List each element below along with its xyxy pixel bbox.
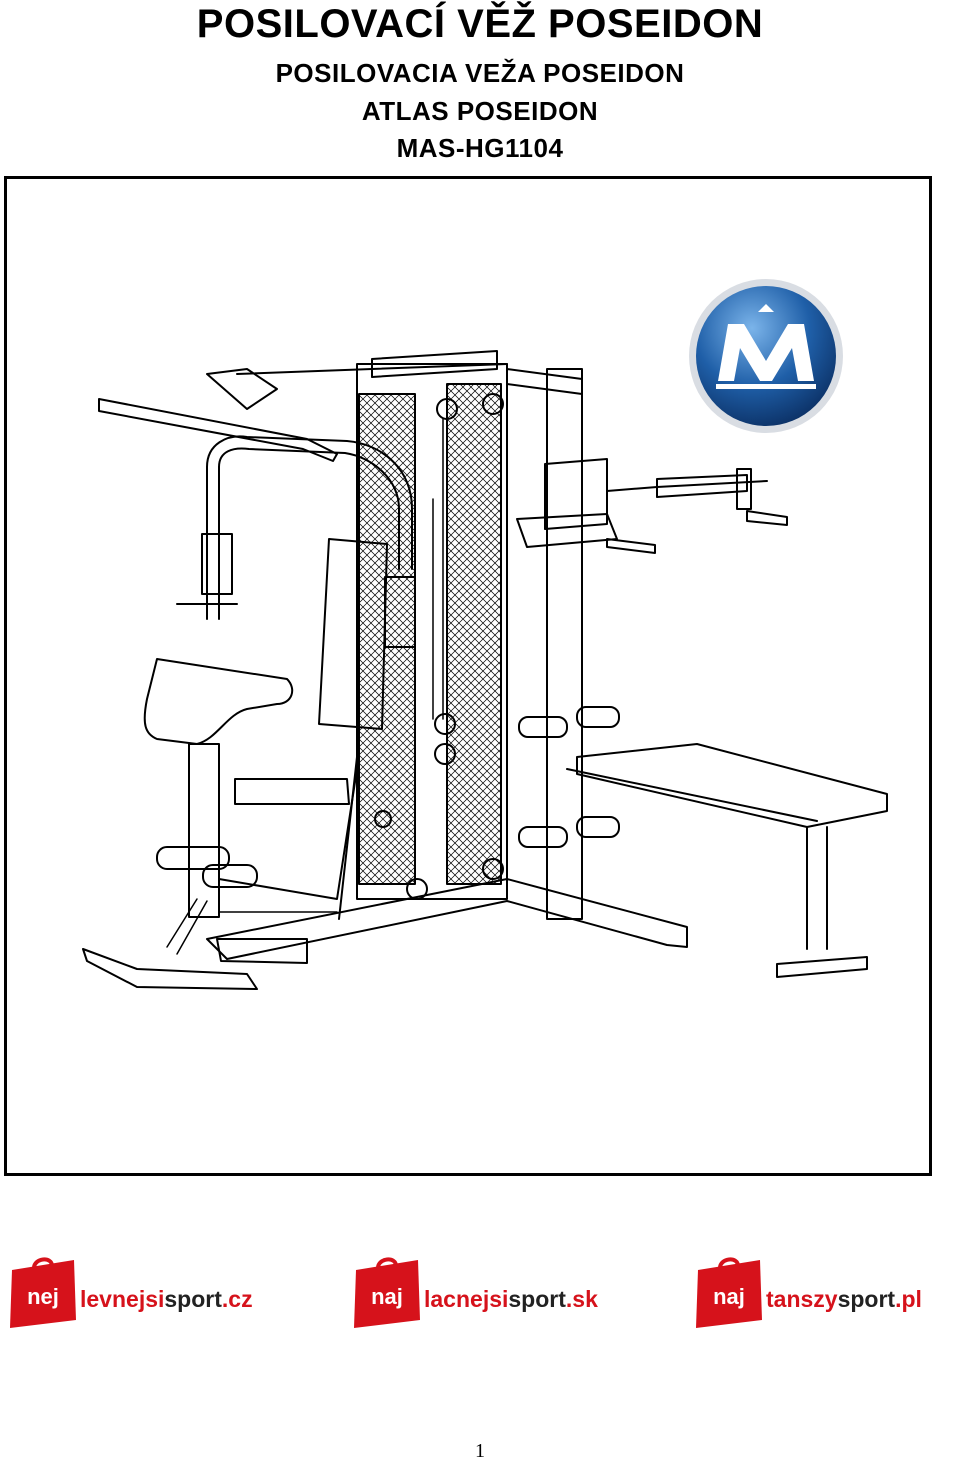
home-gym-illustration bbox=[82, 350, 888, 990]
page-number: 1 bbox=[475, 1440, 485, 1462]
shop-logo-cz[interactable]: nej levnejsisport.cz bbox=[8, 1256, 308, 1332]
shopping-bag-icon bbox=[354, 1257, 420, 1328]
title-polish: ATLAS POSEIDON bbox=[361, 96, 599, 126]
model-number: MAS-HG1104 bbox=[396, 133, 564, 163]
shop-bag-label: nej bbox=[27, 1284, 59, 1309]
product-illustration-frame bbox=[4, 176, 932, 1176]
title-slovak: POSILOVACIA VEŽA POSEIDON bbox=[275, 58, 685, 88]
title-czech: POSILOVACÍ VĚŽ POSEIDON bbox=[196, 2, 764, 46]
mm-logo-icon bbox=[689, 279, 843, 433]
shop-name: tanszysport.pl bbox=[766, 1286, 922, 1312]
shopping-bag-icon bbox=[10, 1257, 76, 1328]
shop-bag-label: naj bbox=[713, 1284, 745, 1309]
shopping-bag-icon bbox=[696, 1257, 762, 1328]
shop-name: levnejsisport.cz bbox=[80, 1286, 253, 1312]
shop-name: lacnejsisport.sk bbox=[424, 1286, 598, 1312]
shop-logo-pl[interactable]: naj tanszysport.pl bbox=[694, 1256, 958, 1332]
shop-bag-label: naj bbox=[371, 1284, 403, 1309]
shop-logo-sk[interactable]: naj lacnejsisport.sk bbox=[352, 1256, 652, 1332]
